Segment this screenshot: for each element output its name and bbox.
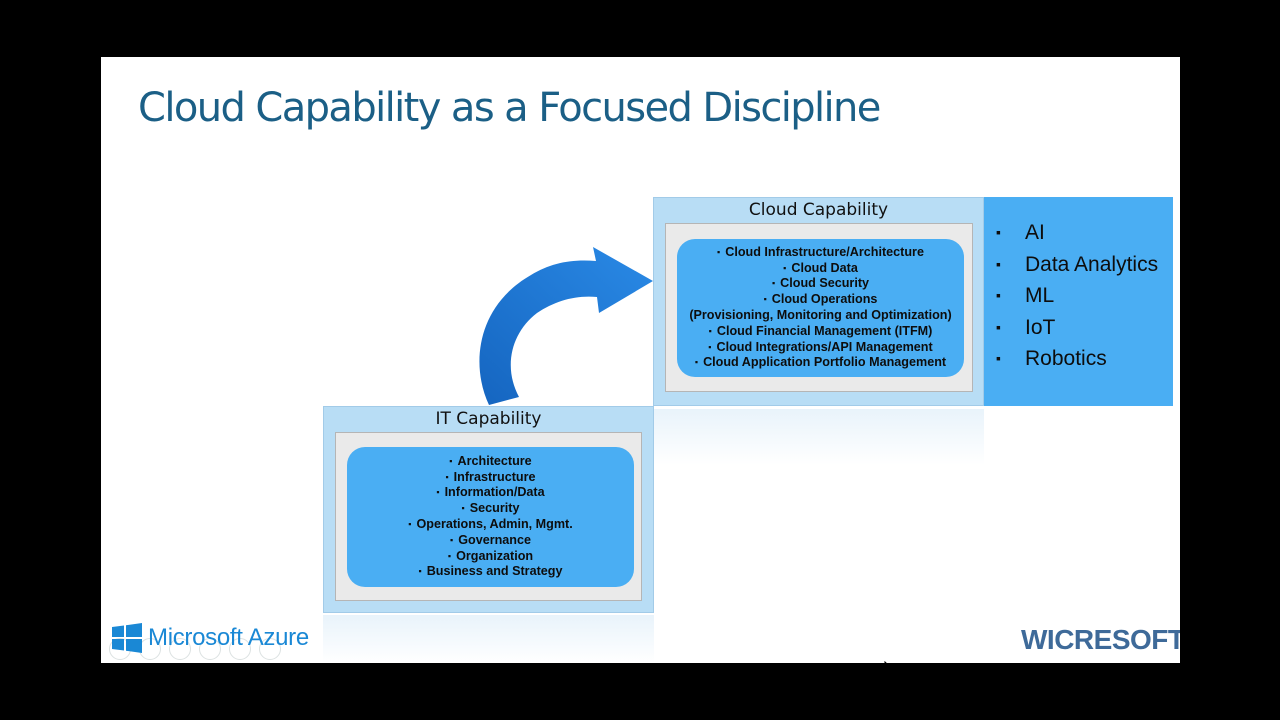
it-capability-heading: IT Capability: [435, 409, 542, 429]
list-item: Cloud Integrations/API Management: [689, 340, 951, 356]
pen-tool-button[interactable]: [169, 638, 191, 660]
list-item: AI: [996, 217, 1173, 249]
curved-arrow-icon: [479, 247, 653, 405]
it-capability-list: Architecture Infrastructure Information/…: [408, 454, 572, 580]
microsoft-azure-text: Microsoft Azure: [148, 624, 309, 651]
list-item: Infrastructure: [408, 470, 572, 486]
emerging-tech-box: AI Data Analytics ML IoT Robotics: [984, 197, 1173, 406]
cloud-capability-box: Cloud Capability Cloud Infrastructure/Ar…: [653, 197, 984, 406]
slide: Cloud Capability as a Focused Discipline…: [101, 57, 1180, 663]
list-item: Cloud Financial Management (ITFM): [689, 324, 951, 340]
cloud-capability-list-box: Cloud Infrastructure/Architecture Cloud …: [677, 239, 964, 377]
cloud-capability-heading: Cloud Capability: [748, 200, 889, 220]
list-item: IoT: [996, 312, 1173, 344]
list-item: Cloud Operations: [689, 292, 951, 308]
list-item: Organization: [408, 549, 572, 565]
list-item: Cloud Infrastructure/Architecture: [689, 245, 951, 261]
wicresoft-logo: WICRESOFT: [1021, 624, 1180, 655]
list-item: (Provisioning, Monitoring and Optimizati…: [689, 308, 952, 322]
list-item: Architecture: [408, 454, 572, 470]
list-item: Information/Data: [408, 485, 572, 501]
list-item: Operations, Admin, Mgmt.: [408, 517, 572, 533]
more-options-button[interactable]: [259, 638, 281, 660]
it-capability-panel: Architecture Infrastructure Information/…: [335, 432, 642, 601]
list-item: Business and Strategy: [408, 564, 572, 580]
list-item: Security: [408, 501, 572, 517]
slide-title: Cloud Capability as a Focused Discipline: [138, 85, 881, 131]
list-item: Robotics: [996, 343, 1173, 375]
emerging-tech-list: AI Data Analytics ML IoT Robotics: [984, 197, 1173, 375]
microsoft-azure-logo: Microsoft Azure: [112, 623, 309, 653]
list-item: Cloud Security: [689, 276, 951, 292]
list-item: Cloud Application Portfolio Management: [689, 355, 951, 371]
list-item: Governance: [408, 533, 572, 549]
list-item: Data Analytics: [996, 249, 1173, 281]
cloud-capability-list: Cloud Infrastructure/Architecture Cloud …: [689, 245, 951, 371]
cloud-capability-reflection: [653, 409, 984, 465]
list-item: ML: [996, 280, 1173, 312]
it-capability-box: IT Capability Architecture Infrastructur…: [323, 406, 654, 613]
windows-logo-icon: [112, 623, 142, 653]
slides-overview-button[interactable]: [199, 638, 221, 660]
mouse-cursor-icon: [884, 661, 887, 663]
it-capability-reflection: [323, 615, 654, 663]
it-capability-list-box: Architecture Infrastructure Information/…: [347, 447, 634, 587]
cloud-capability-panel: Cloud Infrastructure/Architecture Cloud …: [665, 223, 973, 392]
zoom-button[interactable]: [229, 638, 251, 660]
list-item: Cloud Data: [689, 261, 951, 277]
